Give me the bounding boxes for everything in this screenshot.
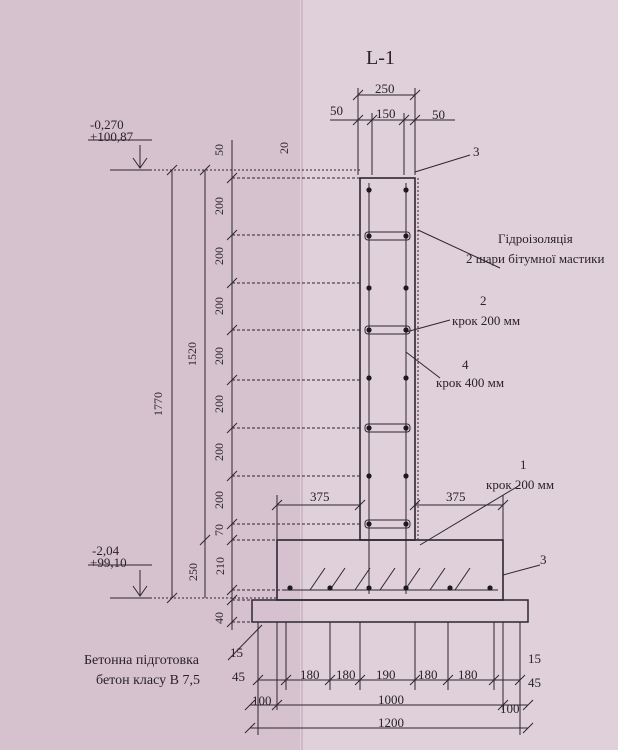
- callout-3-bottom: 3: [540, 552, 547, 567]
- dim-center: 150: [376, 106, 396, 121]
- dim-40: 40: [212, 612, 226, 624]
- concrete-label-line2: бетон класу В 7,5: [96, 673, 200, 688]
- dim-top-small: 20: [277, 142, 291, 154]
- dim-step-5: 200: [212, 395, 226, 413]
- dim-seg-2: 180: [336, 667, 356, 682]
- dim-45-left: 45: [232, 669, 245, 684]
- dim-seg-3: 190: [376, 667, 396, 682]
- dim-step-7: 200: [212, 491, 226, 509]
- dim-step-3: 200: [212, 297, 226, 315]
- dim-top-50: 50: [212, 144, 226, 156]
- dim-250: 250: [186, 563, 200, 581]
- dim-210: 210: [213, 557, 227, 575]
- dim-seg-5: 180: [458, 667, 478, 682]
- dim-outer-left: 100: [252, 693, 272, 708]
- level-bottom-absolute: +99,10: [90, 555, 127, 570]
- dim-left-offset: 50: [330, 103, 343, 118]
- item-4-step: крок 400 мм: [436, 375, 505, 390]
- dim-step-4: 200: [212, 347, 226, 365]
- level-bottom-relative: -2,04: [92, 543, 120, 558]
- dim-outer-right: 100: [500, 701, 520, 716]
- dim-seg-1: 180: [300, 667, 320, 682]
- dim-seg-4: 180: [418, 667, 438, 682]
- dim-foot-right: 375: [446, 489, 466, 504]
- concrete-label-line1: Бетонна підготовка: [84, 653, 199, 668]
- dim-wall-height: 1520: [185, 342, 199, 366]
- dim-45-right: 45: [528, 675, 541, 690]
- level-top-relative: -0,270: [90, 117, 124, 132]
- dim-step-6: 200: [212, 443, 226, 461]
- drawing-title: L-1: [366, 47, 395, 69]
- waterproofing-title: Гідроізоляція: [498, 231, 573, 246]
- dim-wall-width: 250: [375, 81, 395, 96]
- dim-total-height: 1770: [151, 392, 165, 416]
- callout-3-top: 3: [473, 144, 480, 159]
- dim-inner: 1000: [378, 692, 404, 707]
- dim-15-left: 15: [230, 645, 243, 660]
- dim-right-offset: 50: [432, 107, 445, 122]
- dim-70: 70: [212, 524, 226, 536]
- level-top-absolute: +100,87: [90, 129, 134, 144]
- item-1-step: крок 200 мм: [486, 477, 555, 492]
- item-2-step: крок 200 мм: [452, 313, 521, 328]
- item-4-number: 4: [462, 357, 469, 372]
- dim-15-right: 15: [528, 651, 541, 666]
- dim-total-width: 1200: [378, 715, 404, 730]
- dim-foot-left: 375: [310, 489, 330, 504]
- item-1-number: 1: [520, 457, 527, 472]
- dim-step-1: 200: [212, 197, 226, 215]
- item-2-number: 2: [480, 293, 487, 308]
- waterproofing-desc: 2 шари бітумної мастики: [466, 251, 605, 266]
- dim-step-2: 200: [212, 247, 226, 265]
